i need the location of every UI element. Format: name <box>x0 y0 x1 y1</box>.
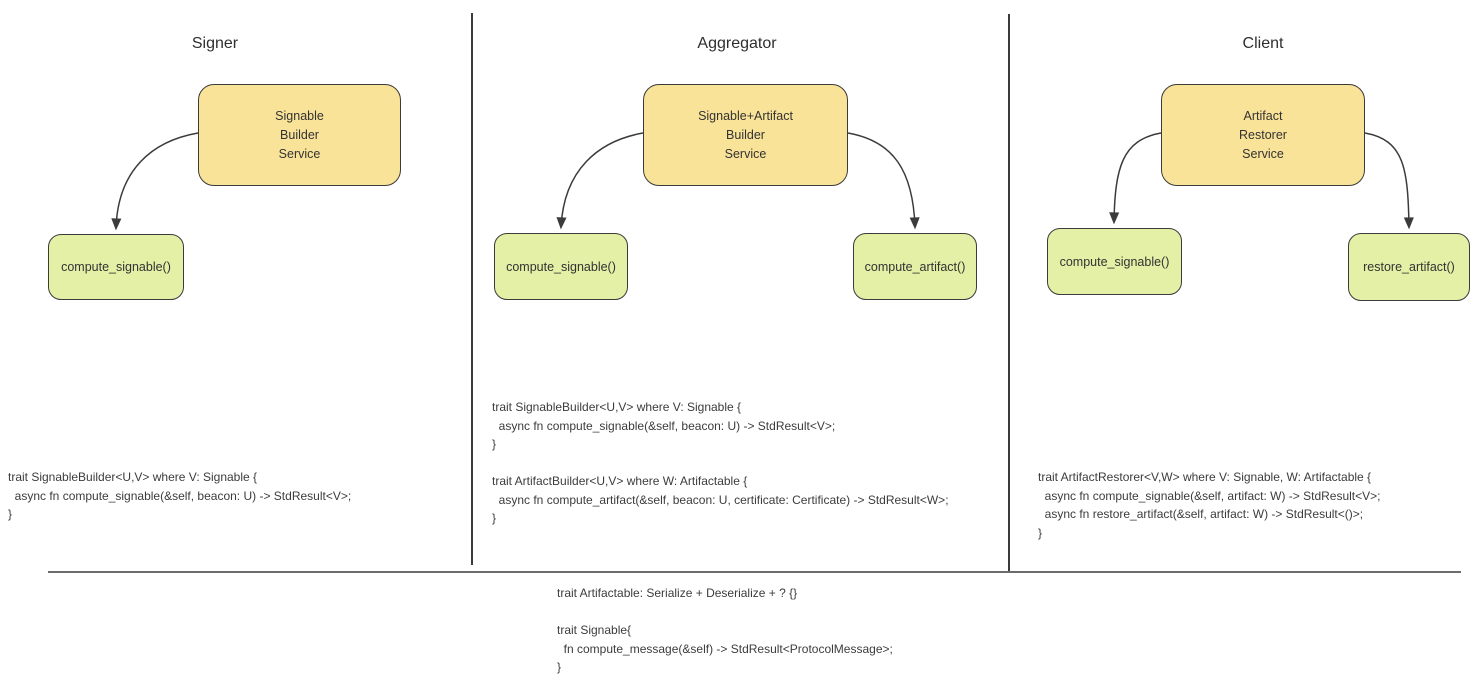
service-box-label: Artifact Restorer Service <box>1239 108 1287 161</box>
method-box-label: compute_artifact() <box>864 259 966 274</box>
service-box-label: Signable Builder Service <box>275 108 324 161</box>
method-box-label: compute_signable() <box>506 259 616 274</box>
arrow-signer-to-compute-signable <box>111 132 199 231</box>
footer-separator-line <box>48 571 1461 573</box>
column-divider-signer-aggregator <box>471 13 473 565</box>
column-title-aggregator: Aggregator <box>697 35 777 52</box>
arrow-client-to-restore-artifact <box>1364 132 1414 230</box>
method-box-client-compute-signable: compute_signable() <box>1047 228 1182 295</box>
method-box-aggregator-compute-signable: compute_signable() <box>494 233 628 300</box>
column-divider-aggregator-client <box>1008 14 1010 572</box>
trait-code-shared-footer: trait Artifactable: Serialize + Deserial… <box>557 586 893 674</box>
method-box-client-restore-artifact: restore_artifact() <box>1348 233 1470 301</box>
arrow-aggregator-to-compute-signable <box>556 132 644 230</box>
service-box-signable-artifact-builder: Signable+Artifact Builder Service <box>643 84 848 186</box>
method-box-label: restore_artifact() <box>1363 260 1455 274</box>
trait-code-client: trait ArtifactRestorer<V,W> where V: Sig… <box>1038 470 1381 540</box>
method-box-label: compute_signable() <box>61 260 171 274</box>
arrow-client-to-compute-signable <box>1109 132 1162 225</box>
arrow-aggregator-to-compute-artifact <box>847 132 920 230</box>
method-box-aggregator-compute-artifact: compute_artifact() <box>853 233 977 300</box>
method-box-label: compute_signable() <box>1059 254 1170 269</box>
method-box-signer-compute-signable: compute_signable() <box>48 234 184 300</box>
column-title-client: Client <box>1242 35 1284 52</box>
service-box-label: Signable+Artifact Builder Service <box>698 108 793 161</box>
service-box-artifact-restorer: Artifact Restorer Service <box>1161 84 1365 186</box>
service-box-signable-builder: Signable Builder Service <box>198 84 401 186</box>
trait-code-signer: trait SignableBuilder<U,V> where V: Sign… <box>8 470 352 521</box>
trait-code-aggregator: trait SignableBuilder<U,V> where V: Sign… <box>492 400 949 525</box>
column-title-signer: Signer <box>191 35 239 52</box>
